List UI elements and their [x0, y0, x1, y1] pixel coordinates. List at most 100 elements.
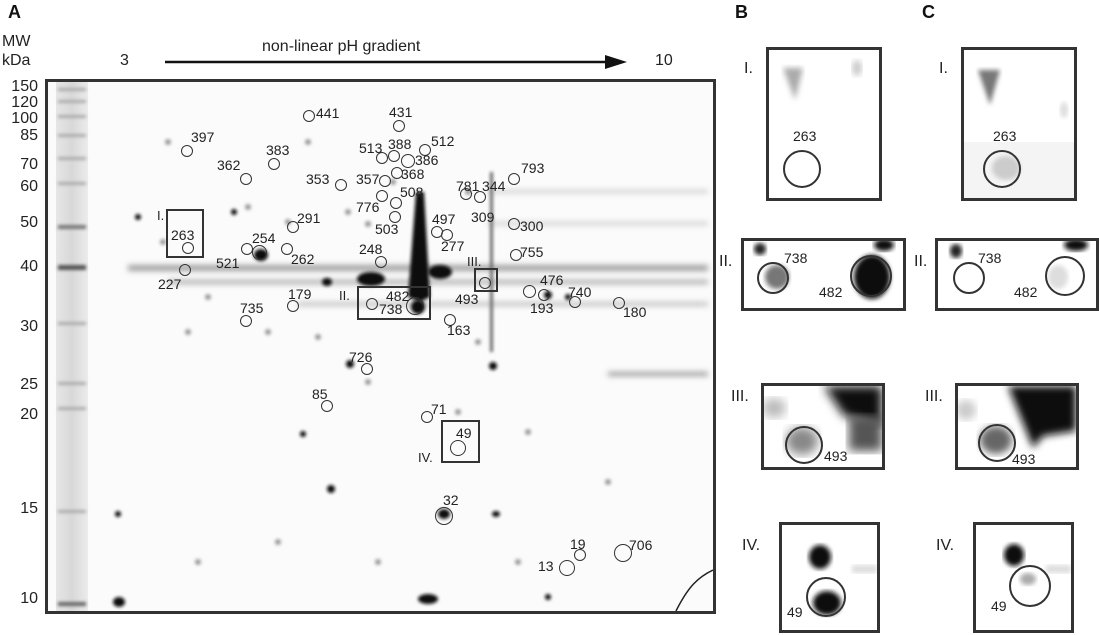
spot-ring-163 — [444, 314, 456, 326]
spot-label: 368 — [401, 166, 425, 182]
spot-ring-383 — [268, 158, 280, 170]
spot-label: 793 — [521, 160, 545, 176]
ph-low-label: 3 — [120, 52, 129, 69]
inset-b-ii-label: II. — [719, 253, 733, 270]
spot-label: 388 — [388, 136, 412, 152]
region-box-i — [166, 209, 204, 258]
spot-label: 383 — [266, 142, 290, 158]
inset-b-iii-image — [764, 386, 882, 455]
spot-label: 13 — [538, 558, 554, 574]
inset-c-iv — [973, 522, 1074, 633]
spot-ring-781 — [460, 188, 472, 200]
inset-b-i-image — [783, 60, 862, 100]
inset-ring-263-c — [983, 150, 1021, 188]
inset-ring-263 — [783, 150, 821, 188]
spot-ring-362 — [240, 173, 252, 185]
spot-label: 512 — [431, 133, 455, 149]
inset-b-i — [766, 47, 882, 201]
mw-tick: 15 — [20, 500, 38, 517]
inset-spot-label: 263 — [993, 128, 1017, 144]
spot-label: 726 — [349, 349, 373, 365]
spot-label: 263 — [171, 227, 195, 243]
inset-ring-482 — [850, 255, 892, 297]
panel-label-c: C — [922, 2, 935, 22]
region-box-label: I. — [157, 208, 165, 223]
spot-ring-726 — [361, 363, 373, 375]
spot-ring-776 — [376, 190, 388, 202]
spot-label: 431 — [389, 104, 413, 120]
spot-ring-738 — [366, 298, 378, 310]
spot-ring-13 — [559, 560, 575, 576]
spot-ring-309b — [441, 229, 453, 241]
spot-label: 291 — [297, 210, 321, 226]
inset-spot-label: 738 — [978, 250, 1002, 266]
region-box-iii — [474, 268, 498, 292]
inset-ring-493 — [785, 426, 823, 464]
inset-b-iii — [761, 383, 885, 470]
inset-ring-738-c — [953, 262, 985, 294]
spot-label: 71 — [431, 401, 447, 417]
region-box-iv — [441, 420, 480, 463]
spot-label: 508 — [400, 184, 424, 200]
ph-axis-title: non-linear pH gradient — [262, 38, 421, 55]
inset-ring-493-c — [978, 424, 1016, 462]
spot-label: 735 — [240, 300, 264, 316]
spot-label: 397 — [191, 129, 215, 145]
spot-label: 309 — [471, 209, 495, 225]
mw-tick: 100 — [11, 110, 38, 127]
spot-ring-71 — [421, 411, 433, 423]
spot-label: 706 — [629, 537, 653, 553]
inset-spot-label: 493 — [1012, 451, 1036, 467]
spot-label: 755 — [520, 244, 544, 260]
inset-ring-49 — [806, 577, 846, 617]
mw-tick: 25 — [20, 376, 38, 393]
spot-ring-735 — [240, 315, 252, 327]
spot-label: 521 — [216, 255, 240, 271]
inset-c-iv-label: IV. — [936, 537, 955, 554]
spot-ring-262 — [281, 243, 293, 255]
spot-label: 493 — [455, 291, 479, 307]
spot-label: 740 — [568, 284, 592, 300]
inset-ring-49-c — [1009, 565, 1051, 607]
spot-ring-300 — [508, 218, 520, 230]
mw-title-line2: kDa — [2, 52, 31, 69]
inset-c-ii-label: II. — [914, 253, 928, 270]
spot-label: 776 — [356, 199, 380, 215]
spot-label: 254 — [252, 230, 276, 246]
spot-label: 227 — [158, 276, 182, 292]
spot-ring-397 — [181, 145, 193, 157]
inset-c-iii-label: III. — [925, 388, 943, 405]
inset-b-i-label: I. — [744, 60, 753, 77]
spot-ring-227 — [179, 264, 191, 276]
ph-gradient-arrow — [165, 55, 627, 69]
inset-spot-label: 738 — [784, 250, 808, 266]
inset-spot-label: 482 — [819, 284, 843, 300]
gel-image — [48, 82, 713, 611]
spot-ring-248 — [375, 256, 387, 268]
mw-tick: 40 — [20, 258, 38, 275]
spot-ring-388 — [388, 150, 400, 162]
spot-label: 497 — [432, 211, 456, 227]
spot-ring-508 — [390, 197, 402, 209]
spot-label: 248 — [359, 241, 383, 257]
spot-ring-482 — [406, 297, 424, 315]
spot-ring-512 — [419, 144, 431, 156]
spot-label: 441 — [316, 105, 340, 121]
spot-label: 300 — [520, 218, 544, 234]
spot-label: 19 — [570, 536, 586, 552]
inset-ring-482-c — [1045, 256, 1085, 296]
inset-c-i — [961, 47, 1077, 201]
spot-label: 386 — [415, 152, 439, 168]
spot-label: 193 — [530, 300, 554, 316]
spot-ring-706 — [614, 544, 632, 562]
spot-label: 357 — [356, 171, 380, 187]
spot-label: 163 — [447, 322, 471, 338]
spot-ring-85 — [321, 400, 333, 412]
spot-ring-179 — [287, 300, 299, 312]
spot-label: 32 — [443, 492, 459, 508]
spot-ring-254 — [252, 245, 267, 260]
mw-tick: 60 — [20, 178, 38, 195]
inset-spot-label: 49 — [991, 598, 1007, 614]
ph-high-label: 10 — [655, 52, 673, 69]
spot-label: 503 — [375, 221, 399, 237]
